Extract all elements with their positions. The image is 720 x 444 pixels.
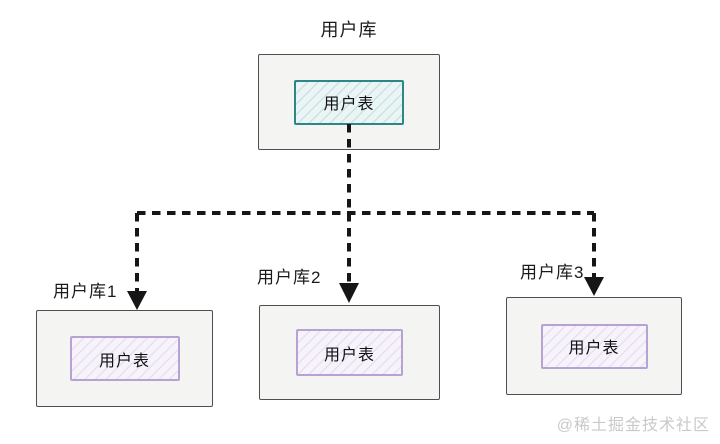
shard2-db-box: 用户表 xyxy=(259,305,440,400)
arrowhead-shard3-icon xyxy=(584,277,604,296)
shard2-table-box: 用户表 xyxy=(296,329,403,376)
shard3-table-label: 用户表 xyxy=(568,340,620,357)
shard3-db-box: 用户表 xyxy=(506,297,682,395)
root-table-box: 用户表 xyxy=(294,79,404,125)
shard3-db-label: 用户库3 xyxy=(520,263,585,282)
root-db-box: 用户表 xyxy=(258,54,440,150)
shard1-table-box: 用户表 xyxy=(69,336,180,381)
root-table-label: 用户表 xyxy=(323,96,375,113)
shard2-db-label: 用户库2 xyxy=(257,268,322,287)
shard3-table-box: 用户表 xyxy=(540,323,648,369)
arrowhead-shard1-icon xyxy=(127,291,147,310)
shard1-table-label: 用户表 xyxy=(98,352,150,370)
watermark: @稀土掘金技术社区 xyxy=(556,417,710,434)
shard1-db-box: 用户表 xyxy=(36,310,213,407)
root-db-label: 用户库 xyxy=(320,20,378,40)
shard2-table-label: 用户表 xyxy=(323,346,375,364)
arrowhead-shard2-icon xyxy=(339,283,359,303)
shard1-db-label: 用户库1 xyxy=(53,282,118,301)
